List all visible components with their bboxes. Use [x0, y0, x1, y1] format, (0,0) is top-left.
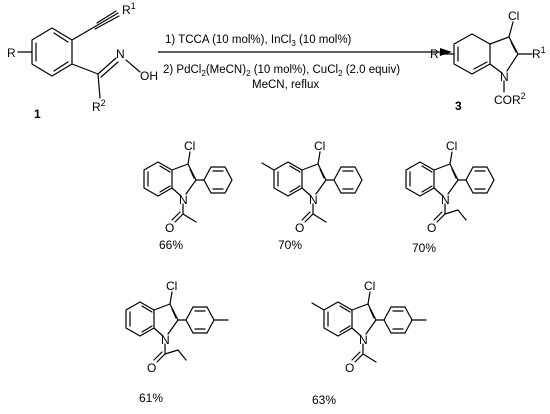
- general-product-3: Cl R R1 N COR2 3: [430, 9, 546, 113]
- cl-label: Cl: [508, 9, 519, 23]
- benzene-ring: [31, 27, 73, 77]
- compound-number-3: 3: [455, 99, 462, 113]
- product-70-propionyl: Cl N O 70%: [405, 139, 495, 255]
- n-label: N: [359, 333, 368, 347]
- condition-solvent: MeCN, reflux: [252, 79, 319, 91]
- product-benzo-ring: [453, 33, 491, 75]
- product-70-methyl: Cl N O 70%: [261, 139, 363, 252]
- cor2-label: COR2: [494, 91, 526, 107]
- r1-label: R1: [122, 1, 136, 17]
- yield-label: 70%: [412, 241, 436, 255]
- r1-label: R1: [532, 45, 546, 61]
- cl-label: Cl: [446, 139, 457, 153]
- yield-label: 63%: [312, 393, 336, 407]
- n-label: N: [161, 333, 170, 347]
- n-label: N: [441, 193, 450, 207]
- n-label: N: [179, 193, 188, 207]
- condition-step1: 1) TCCA (10 mol%), InCl3 (10 mol%): [165, 34, 352, 48]
- n-label: N: [116, 47, 125, 61]
- cl-label: Cl: [364, 279, 375, 293]
- alkyne-bond: [71, 25, 97, 41]
- r-label: R: [430, 47, 439, 61]
- r2-label: R2: [92, 98, 106, 114]
- yield-label: 66%: [159, 238, 183, 252]
- o-label: O: [165, 221, 174, 235]
- o-label: O: [345, 361, 354, 375]
- o-label: O: [147, 361, 156, 375]
- yield-label: 61%: [139, 391, 163, 405]
- n-label: N: [500, 70, 509, 84]
- arrowhead-icon: [440, 48, 452, 56]
- product-61: Cl N O 61%: [125, 279, 229, 405]
- yield-label: 70%: [278, 238, 302, 252]
- cl-label: Cl: [184, 139, 195, 153]
- reaction-arrow-group: 1) TCCA (10 mol%), InCl3 (10 mol%) 2) Pd…: [158, 34, 452, 91]
- cl-label: Cl: [314, 139, 325, 153]
- o-label: O: [295, 221, 304, 235]
- o-label: O: [427, 221, 436, 235]
- oh-label: OH: [140, 69, 158, 83]
- product-66: Cl N O 66%: [143, 139, 233, 252]
- r-label: R: [7, 46, 16, 60]
- product-63: Cl N O 63%: [311, 279, 427, 407]
- compound-number-1: 1: [34, 107, 41, 121]
- n-label: N: [309, 193, 318, 207]
- starting-material-1: R R1 N OH R2 1: [7, 1, 158, 121]
- condition-step2: 2) PdCl2(MeCN)2 (10 mol%), CuCl2 (2.0 eq…: [163, 64, 400, 78]
- cl-label: Cl: [166, 279, 177, 293]
